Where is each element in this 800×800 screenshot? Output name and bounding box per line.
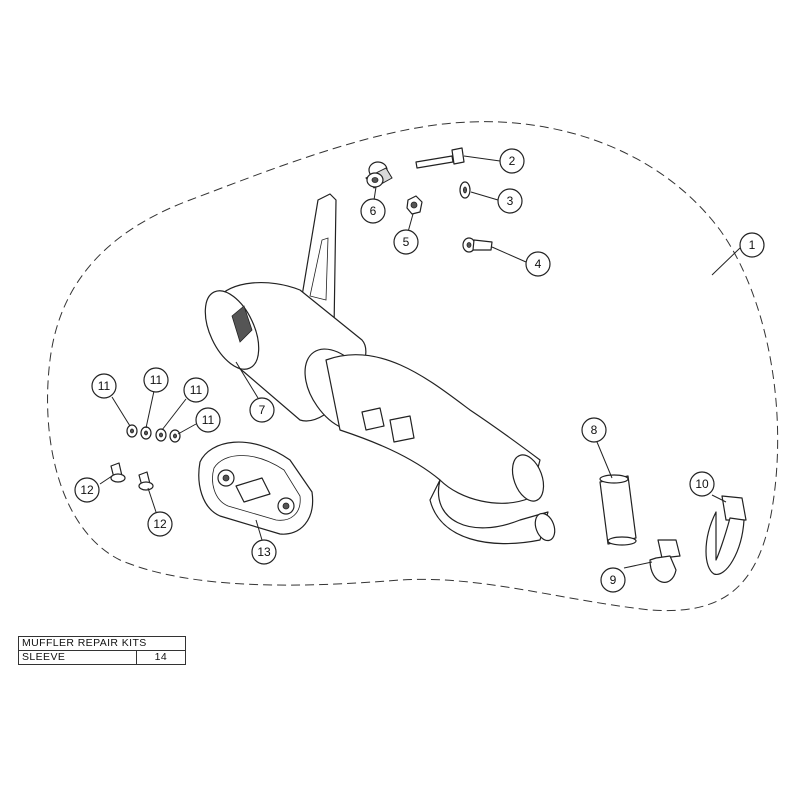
bolt-part	[415, 147, 465, 169]
svg-text:8: 8	[591, 423, 598, 437]
callout-10: 10	[689, 471, 715, 497]
svg-text:10: 10	[695, 477, 709, 491]
callout-9: 9	[600, 567, 626, 593]
callout-13: 13	[251, 539, 277, 565]
muffler-part	[204, 193, 556, 545]
table-row: SLEEVE 14	[18, 650, 187, 665]
washer-set-part	[126, 424, 181, 443]
svg-text:13: 13	[257, 545, 271, 559]
callout-11c: 11	[183, 377, 209, 403]
svg-text:1: 1	[749, 238, 756, 252]
assembly-boundary	[47, 121, 779, 612]
svg-text:9: 9	[610, 573, 617, 587]
callout-11d: 11	[195, 407, 221, 433]
band-clamp-part	[705, 495, 747, 575]
callout-6: 6	[360, 198, 386, 224]
svg-text:7: 7	[259, 403, 266, 417]
svg-text:4: 4	[535, 257, 542, 271]
rivet-part	[110, 462, 154, 491]
svg-text:6: 6	[370, 204, 377, 218]
svg-text:11: 11	[202, 413, 215, 427]
kit-name: SLEEVE	[18, 650, 137, 665]
table-title: MUFFLER REPAIR KITS	[18, 636, 186, 651]
end-cap-part	[198, 441, 314, 535]
sleeve-part	[599, 474, 637, 546]
svg-text:3: 3	[507, 194, 514, 208]
svg-text:12: 12	[80, 483, 94, 497]
callout-5: 5	[393, 229, 419, 255]
socket-screw-part	[462, 237, 493, 253]
washer-part	[459, 181, 471, 199]
callout-2: 2	[499, 148, 525, 174]
svg-text:11: 11	[98, 379, 111, 393]
svg-text:5: 5	[403, 235, 410, 249]
callout-1: 1	[739, 232, 765, 258]
callout-11a: 11	[91, 373, 117, 399]
nut-part	[406, 195, 423, 215]
svg-text:12: 12	[153, 517, 167, 531]
rubber-bushing-part	[365, 161, 393, 189]
callout-4: 4	[525, 251, 551, 277]
svg-text:11: 11	[150, 373, 163, 387]
callout-8: 8	[581, 417, 607, 443]
svg-text:11: 11	[190, 383, 203, 397]
callout-7: 7	[249, 397, 275, 423]
callout-12b: 12	[147, 511, 173, 537]
repair-kit-table: MUFFLER REPAIR KITS SLEEVE 14	[18, 636, 187, 665]
svg-text:2: 2	[509, 154, 516, 168]
callout-12a: 12	[74, 477, 100, 503]
kit-number: 14	[135, 650, 187, 665]
callout-11b: 11	[143, 367, 169, 393]
callout-3: 3	[497, 188, 523, 214]
small-clamp-part	[649, 539, 681, 583]
